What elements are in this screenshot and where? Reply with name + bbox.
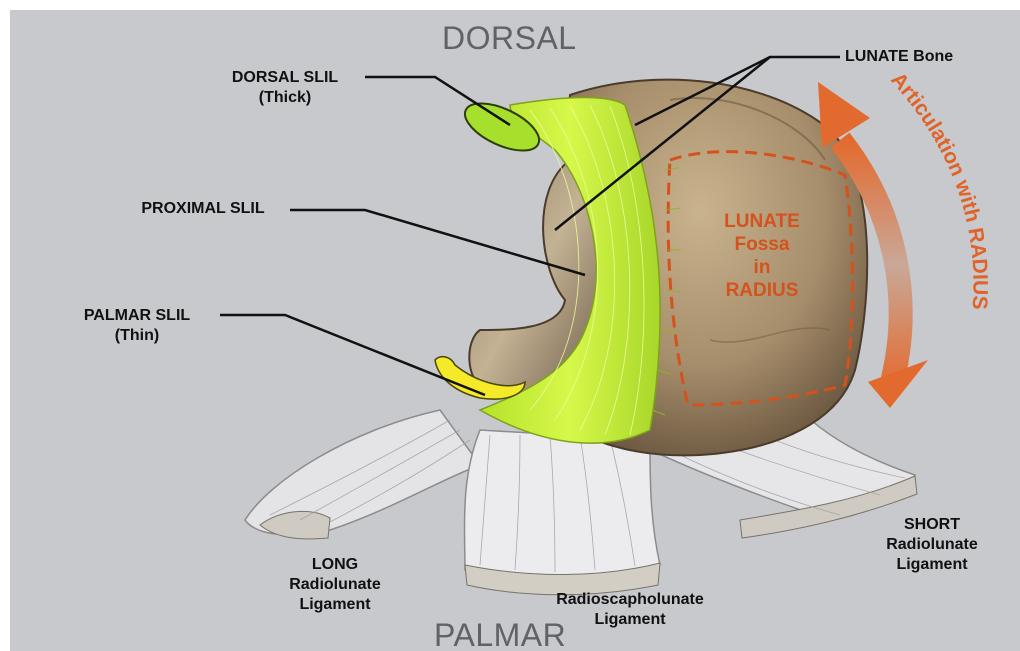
long-radiolunate-label: LONG Radiolunate Ligament	[265, 555, 405, 615]
fossa-line-1: LUNATE	[712, 210, 812, 233]
fossa-line-4: RADIUS	[712, 279, 812, 302]
diagram-canvas: Articulation with RADIUS DORSAL PALMAR D…	[10, 10, 1020, 651]
dorsal-slil-label: DORSAL SLIL (Thick)	[210, 68, 360, 108]
long-line-3: Ligament	[265, 595, 405, 615]
short-radiolunate-label: SHORT Radiolunate Ligament	[867, 515, 997, 575]
short-line-3: Ligament	[867, 555, 997, 575]
rsl-line-2: Ligament	[540, 610, 720, 630]
palmar-slil-label: PALMAR SLIL (Thin)	[62, 306, 212, 346]
short-line-2: Radiolunate	[867, 535, 997, 555]
radioscapholunate-label: Radioscapholunate Ligament	[540, 590, 720, 630]
palmar-slil-name: PALMAR SLIL	[62, 306, 212, 326]
dorsal-slil-note: (Thick)	[210, 88, 360, 108]
dorsal-slil-name: DORSAL SLIL	[210, 68, 360, 88]
fossa-line-3: in	[712, 256, 812, 279]
rsl-line-1: Radioscapholunate	[540, 590, 720, 610]
lunate-bone-label: LUNATE Bone	[845, 47, 985, 67]
dorsal-heading: DORSAL	[442, 20, 577, 57]
fossa-line-2: Fossa	[712, 233, 812, 256]
proximal-slil-label: PROXIMAL SLIL	[118, 199, 288, 219]
long-line-2: Radiolunate	[265, 575, 405, 595]
short-line-1: SHORT	[867, 515, 997, 535]
lunate-fossa-label: LUNATE Fossa in RADIUS	[712, 210, 812, 302]
palmar-slil-note: (Thin)	[62, 326, 212, 346]
long-line-1: LONG	[265, 555, 405, 575]
